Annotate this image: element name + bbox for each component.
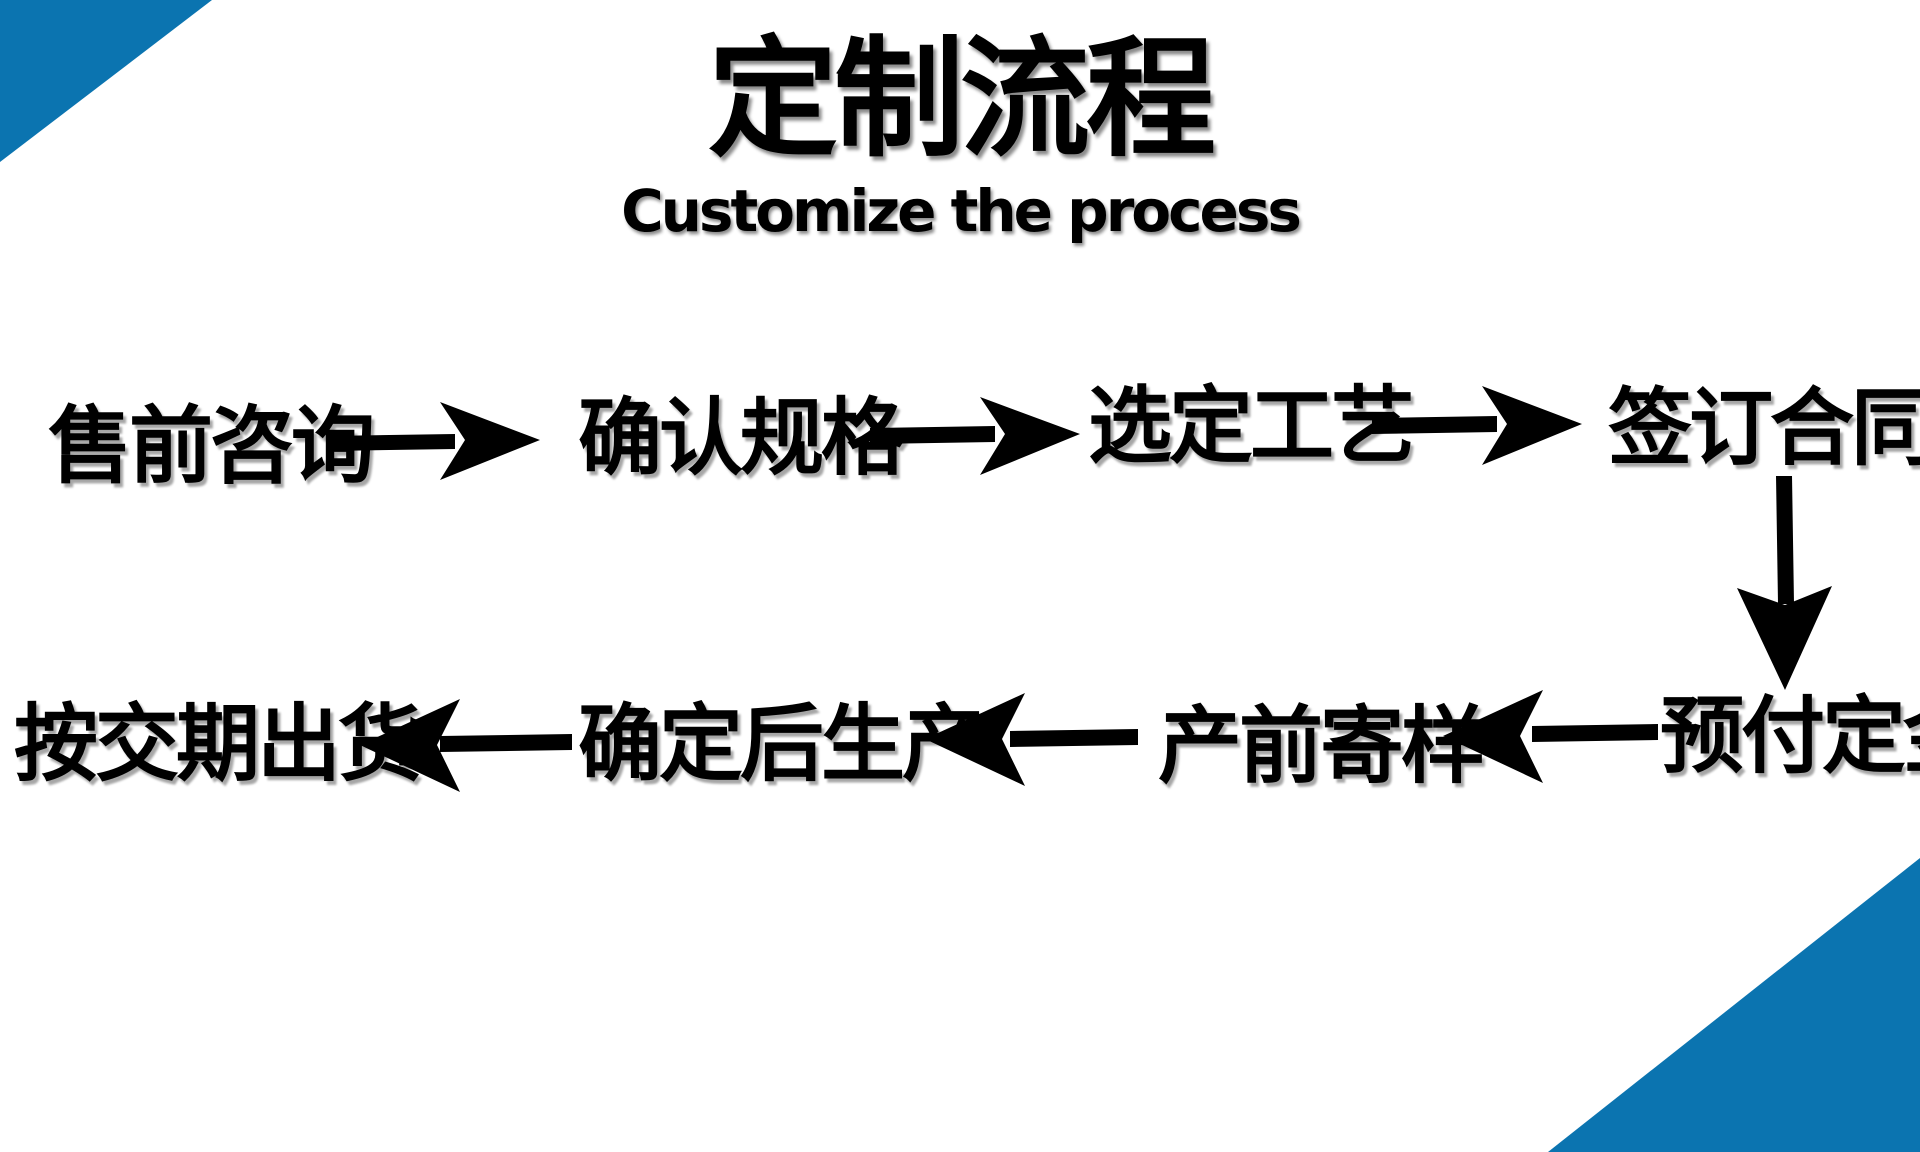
page-subtitle: Customize the process	[621, 177, 1302, 245]
step-1-presales-consulting: 售前咨询	[48, 397, 375, 495]
arrow-step-3-to-4	[1372, 386, 1582, 465]
step-3-select-process: 选定工艺	[1088, 377, 1415, 475]
page-title: 定制流程	[707, 23, 1216, 175]
step-4-sign-contract: 签订合同	[1608, 379, 1920, 477]
corner-triangle-bottom-right	[1548, 858, 1920, 1152]
step-2-confirm-specs: 确认规格	[578, 389, 905, 487]
arrow-step-6-to-7	[925, 693, 1138, 786]
step-7-production-after-confirm: 确定后生产	[578, 695, 986, 793]
step-8-ship-on-schedule: 按交期出货	[14, 695, 422, 793]
corner-triangle-top-left	[0, 0, 212, 162]
step-5-pay-deposit: 预付定金	[1660, 687, 1920, 785]
arrow-step-7-to-8	[360, 699, 572, 792]
arrow-step-4-to-5	[1737, 476, 1832, 690]
step-6-preproduction-sample: 产前寄样	[1158, 697, 1485, 795]
arrow-step-2-to-3	[870, 397, 1080, 475]
arrow-step-1-to-2	[330, 402, 540, 480]
arrow-step-5-to-6	[1443, 690, 1658, 783]
